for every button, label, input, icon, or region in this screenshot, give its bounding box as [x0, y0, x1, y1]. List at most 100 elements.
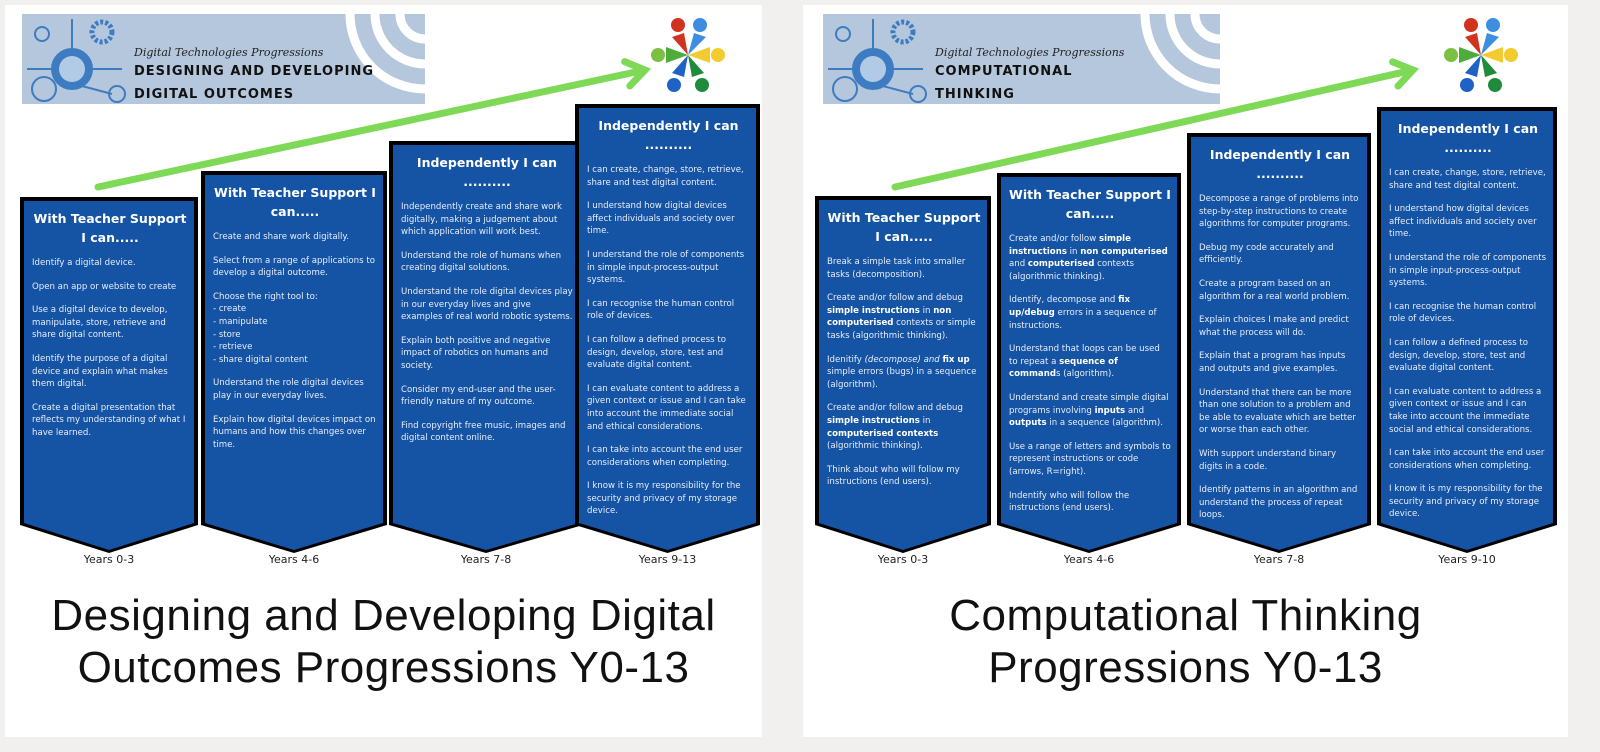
column-item: I can recognise the human control role o…: [1389, 301, 1547, 326]
item-text: Create and/or follow and debug: [827, 293, 963, 304]
progression-column: Independently I can ..........I can crea…: [1377, 107, 1557, 553]
item-text: Debug my code accurately and efficiently…: [1199, 242, 1334, 266]
column-item: I understand how digital devices affect …: [587, 200, 750, 238]
item-text: Use a digital device to develop, manipul…: [32, 305, 168, 341]
item-text: Understand the role digital devices play…: [213, 378, 364, 401]
item-text: Find copyright free music, images and di…: [401, 420, 566, 444]
progression-column: Independently I can ..........Independen…: [389, 141, 583, 553]
item-text: Identify patterns in an algorithm and un…: [1199, 485, 1358, 521]
item-text: in: [919, 415, 931, 426]
banner-subtitle: Digital Technologies Progressions: [134, 46, 324, 59]
column-item: I can create, change, store, retrieve, s…: [587, 164, 750, 189]
column-item: Understand and create simple digital pro…: [1009, 392, 1171, 430]
item-text: non computerised: [1080, 246, 1168, 257]
item-text: Idenitify: [827, 354, 865, 365]
item-text: Understand the role of humans when creat…: [401, 250, 562, 274]
item-text: contexts (algorithmic thinking).: [1009, 259, 1134, 282]
column-item: Open an app or website to create: [32, 281, 188, 294]
column-item: Break a simple task into smaller tasks (…: [827, 256, 981, 281]
column-item: I know it is my responsibility for the s…: [1389, 483, 1547, 521]
network-gear-illustration-icon: [828, 14, 1220, 103]
column-item: Explain choices I make and predict what …: [1199, 314, 1361, 339]
years-label: Years 4-6: [268, 553, 320, 566]
item-text: Create a digital presentation that refle…: [32, 402, 186, 438]
column-item: Create and share work digitally.: [213, 231, 377, 244]
people-logo-icon: [650, 17, 726, 93]
column-heading: With Teacher Support I can.....: [33, 211, 187, 245]
column-body: Independently I can .......... I can crea…: [579, 108, 756, 550]
item-text: Explain that a program has inputs and ou…: [1199, 351, 1346, 374]
column-item: I can recognise the human control role o…: [587, 298, 750, 323]
item-text: I understand how digital devices affect …: [1389, 204, 1537, 240]
column-item: I can create, change, store, retrieve, s…: [1389, 167, 1547, 192]
column-heading: With Teacher Support I can.....: [214, 185, 376, 219]
item-text: I know it is my responsibility for the s…: [1389, 484, 1543, 520]
item-text: Indentify who will follow the instructio…: [1009, 490, 1130, 514]
column-item: I can follow a defined process to design…: [587, 334, 750, 372]
years-label: Years 4-6: [1063, 553, 1115, 566]
column-item: Think about who will follow my instructi…: [827, 464, 981, 489]
item-text: computerised: [1027, 259, 1095, 270]
column-item: I understand the role of components in s…: [587, 249, 750, 287]
column-item: Debug my code accurately and efficiently…: [1199, 242, 1361, 267]
years-label: Years 9-13: [638, 553, 697, 566]
column-heading: With Teacher Support I can.....: [827, 210, 981, 244]
item-text: Use a range of letters and symbols to re…: [1009, 441, 1171, 477]
years-label: Years 0-3: [877, 553, 929, 566]
item-text: I understand the role of components in s…: [587, 249, 745, 286]
progression-column: Independently I can .......... I can crea…: [575, 104, 760, 553]
column-item: Create and/or follow and debug simple in…: [827, 402, 981, 452]
progression-column: With Teacher Support I can.....Create an…: [997, 173, 1181, 553]
item-text: Open an app or website to create: [32, 281, 177, 292]
column-item: Identify patterns in an algorithm and un…: [1199, 484, 1361, 522]
item-text: Think about who will follow my instructi…: [827, 464, 960, 488]
column-body: Independently I can ..........Independen…: [393, 145, 579, 550]
column-body: With Teacher Support I can.....Create an…: [1001, 177, 1177, 550]
item-text: I can follow a defined process to design…: [1389, 337, 1528, 374]
item-text: Understand and create simple digital pro…: [1009, 392, 1169, 416]
item-text: I can follow a defined process to design…: [587, 334, 726, 371]
banner-subtitle: Digital Technologies Progressions: [935, 46, 1125, 59]
item-text: Choose the right tool to: - create - man…: [213, 291, 318, 365]
item-text: errors in a sequence of instructions.: [1009, 307, 1157, 331]
column-item: Identify, decompose and fix up/debug err…: [1009, 294, 1171, 332]
progression-column: Independently I can ..........Decompose …: [1187, 133, 1371, 553]
item-text: I can take into account the end user con…: [1389, 448, 1545, 471]
item-text: I can recognise the human control role o…: [1389, 301, 1537, 325]
years-label: Years 0-3: [83, 553, 135, 566]
column-body: With Teacher Support I can..... Break a s…: [819, 200, 987, 550]
banner-line2: THINKING: [935, 87, 1015, 102]
banner-line1: COMPUTATIONAL: [935, 64, 1073, 79]
years-label: Years 7-8: [460, 553, 512, 566]
banner-line1: DESIGNING AND DEVELOPING: [134, 64, 374, 79]
item-text: I can evaluate content to address a give…: [587, 383, 746, 432]
item-text: (algorithmic thinking).: [827, 441, 923, 452]
title-line: Designing and Developing Digital: [51, 591, 716, 640]
people-logo-icon: [1443, 17, 1519, 93]
item-text: Understand that loops can be used to rep…: [1009, 344, 1160, 367]
item-text: Understand the role digital devices play…: [401, 286, 573, 323]
item-text: Consider my end-user and the user-friend…: [401, 384, 556, 408]
item-text: I can evaluate content to address a give…: [1389, 386, 1542, 435]
item-text: With support understand binary digits in…: [1199, 448, 1337, 472]
item-text: simple errors (bugs) in a sequence (algo…: [827, 367, 977, 390]
column-item: Choose the right tool to: - create - man…: [213, 291, 377, 367]
column-item: Create a digital presentation that refle…: [32, 402, 188, 440]
item-text: Decompose a range of problems into step-…: [1199, 194, 1359, 230]
column-heading: Independently I can ..........: [598, 118, 739, 152]
item-text: I can recognise the human control role o…: [587, 298, 735, 322]
item-text: (decompose) and: [864, 354, 943, 365]
item-text: I know it is my responsibility for the s…: [587, 481, 741, 517]
column-item: Identify the purpose of a digital device…: [32, 353, 188, 391]
column-item: I can follow a defined process to design…: [1389, 337, 1547, 375]
column-item: Explain both positive and negative impac…: [401, 335, 573, 373]
years-label: Years 7-8: [1253, 553, 1305, 566]
column-item: Use a range of letters and symbols to re…: [1009, 441, 1171, 479]
item-text: and: [1009, 259, 1028, 270]
item-text: Create and/or follow: [1009, 234, 1099, 244]
